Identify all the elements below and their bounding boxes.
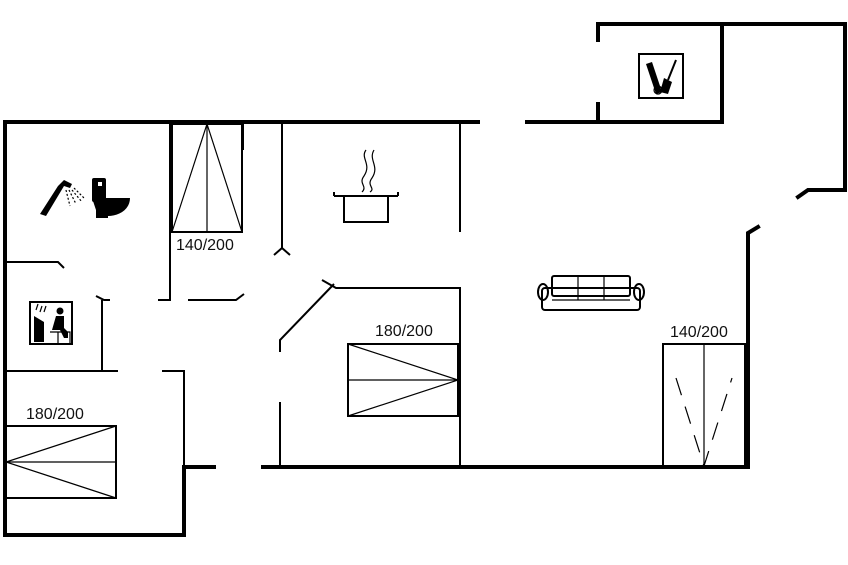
- shower-icon: [40, 180, 85, 216]
- bed-label-center: 180/200: [375, 323, 433, 340]
- bed-center: [347, 343, 460, 417]
- sauna-icon: [29, 301, 73, 345]
- bed-left: [4, 425, 117, 499]
- bed-label-left: 180/200: [26, 406, 84, 423]
- bed-label-bunk-top: 140/200: [176, 237, 234, 254]
- cooking-pot-icon: [333, 149, 399, 223]
- sofa-icon: [537, 275, 645, 311]
- walls: [3, 22, 847, 537]
- interior-partitions: [6, 124, 461, 467]
- cleaning-tools-icon: [638, 53, 684, 99]
- bunk-bed-top: [171, 122, 243, 233]
- bed-label-right: 140/200: [670, 324, 728, 341]
- bed-right: [662, 343, 746, 468]
- toilet-icon: [92, 178, 130, 218]
